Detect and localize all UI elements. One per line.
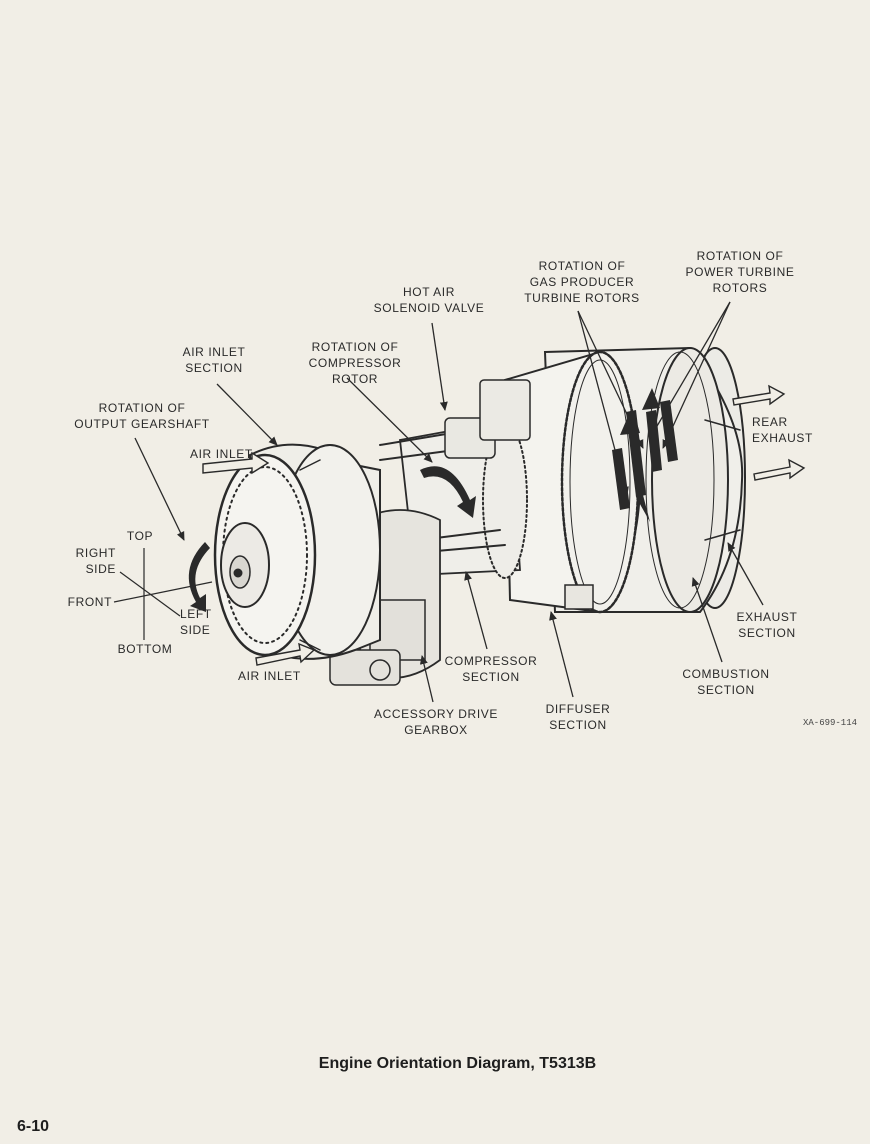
label-air-inlet-bottom: AIR INLET	[238, 669, 301, 683]
label-air-inlet-section: AIR INLET SECTION	[182, 345, 246, 375]
air-inlet-top-arrow	[202, 451, 270, 475]
orientation-cross	[113, 548, 213, 640]
label-front: FRONT	[67, 595, 112, 609]
air-inlet-bottom-arrow	[255, 642, 316, 666]
label-top: TOP	[126, 529, 154, 543]
label-combustion-section: COMBUSTION SECTION	[682, 667, 770, 697]
label-left-side: LEFT SIDE	[180, 607, 212, 637]
label-rotation-compressor-rotor: ROTATION OF COMPRESSOR ROTOR	[308, 340, 402, 386]
label-accessory-drive-gearbox: ACCESSORY DRIVE GEARBOX	[374, 707, 498, 737]
leader-lines	[134, 301, 764, 703]
label-compressor-section: COMPRESSOR SECTION	[444, 654, 538, 684]
label-diffuser-section: DIFFUSER SECTION	[545, 702, 611, 732]
label-hot-air-solenoid-valve: HOT AIR SOLENOID VALVE	[373, 285, 485, 315]
engine-illustration	[213, 346, 746, 686]
exhaust-bottom-arrow	[753, 458, 806, 481]
page-number: 6-10	[17, 1118, 50, 1135]
label-rotation-output-gearshaft: ROTATION OF OUTPUT GEARSHAFT	[74, 401, 210, 431]
label-bottom: BOTTOM	[117, 642, 173, 656]
figure-caption: Engine Orientation Diagram, T5313B	[318, 1055, 597, 1072]
label-right-side: RIGHT SIDE	[75, 546, 116, 576]
flow-arrows	[202, 384, 806, 666]
label-rotation-gas-producer: ROTATION OF GAS PRODUCER TURBINE ROTORS	[524, 259, 640, 305]
label-rear-exhaust: REAR EXHAUST	[752, 415, 813, 445]
label-exhaust-section: EXHAUST SECTION	[736, 610, 798, 640]
reference-code: XA-699-114	[803, 718, 858, 728]
exhaust-top-arrow	[732, 384, 786, 406]
label-rotation-power-turbine: ROTATION OF POWER TURBINE ROTORS	[685, 249, 795, 295]
label-air-inlet-top: AIR INLET	[190, 447, 253, 461]
